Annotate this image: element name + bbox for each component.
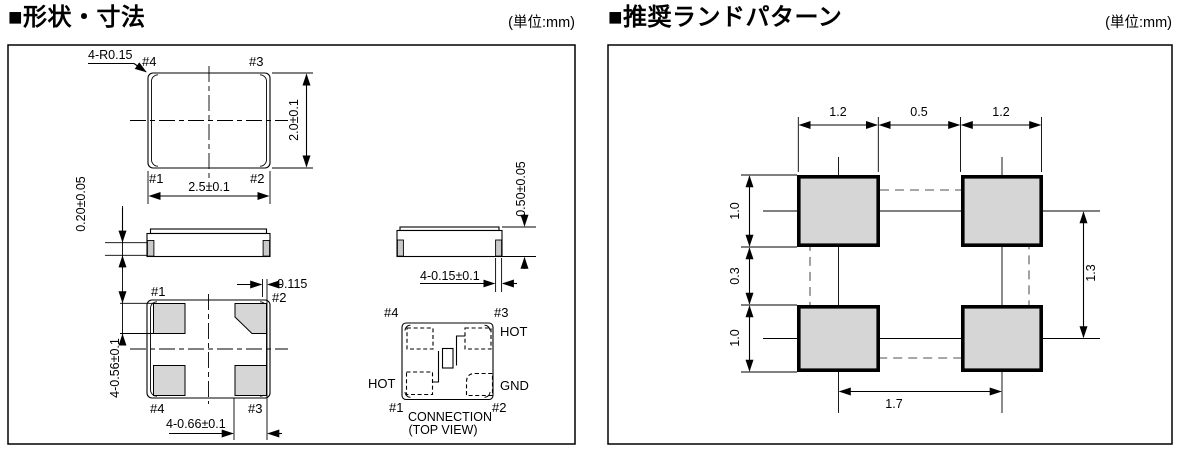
topview-height-dim: 2.0±0.1 <box>287 99 302 141</box>
sideview-cap-width-dim: 4-0.15±0.1 <box>420 269 480 283</box>
topview-pin-2: #2 <box>250 171 265 186</box>
connection-label-gnd: GND <box>500 378 529 393</box>
bottomview-pin-2: #2 <box>272 290 287 305</box>
bottom-view <box>120 279 288 440</box>
left-panel-title: ■形状・寸法 <box>8 4 146 31</box>
sideview-total-height-dim: 0.50±0.05 <box>514 161 529 217</box>
land-pattern <box>741 117 1100 413</box>
topview-pin-3: #3 <box>249 54 264 69</box>
bottomview-pad-height-dim: 4-0.56±0.1 <box>108 338 123 398</box>
bottomview-edge-offset-dim: 0.115 <box>277 277 308 291</box>
land-pad-gap-dim: 0.5 <box>910 105 928 119</box>
connection-caption-line1: CONNECTION <box>407 410 493 424</box>
right-panel-border <box>607 44 1173 445</box>
bottomview-pin-3: #3 <box>248 401 263 416</box>
land-pad-height-top-dim: 1.0 <box>728 202 743 220</box>
connection-label-hot-left: HOT <box>368 376 396 391</box>
right-panel-unit: (単位:mm) <box>1105 15 1172 31</box>
left-panel-unit: (単位:mm) <box>508 15 575 31</box>
connection-pin-1: #1 <box>389 400 404 415</box>
connection-caption-line2: (TOP VIEW) <box>408 423 478 437</box>
land-pad-width-left-dim: 1.2 <box>829 105 847 119</box>
connection-label-hot-top: HOT <box>500 324 528 339</box>
right-panel-title: ■推奨ランドパターン <box>608 4 843 31</box>
front-view <box>105 206 271 346</box>
left-panel-border <box>7 44 576 445</box>
frontview-base-height-dim: 0.20±0.05 <box>74 176 89 232</box>
radius-note: 4-R0.15 <box>88 48 133 62</box>
land-row-gap-dim: 0.3 <box>728 267 743 285</box>
bottomview-pin-1: #1 <box>151 284 166 299</box>
land-pitch-horizontal-dim: 1.7 <box>885 397 903 411</box>
connection-pin-4: #4 <box>384 305 399 320</box>
bottomview-pad-width-dim: 4-0.66±0.1 <box>166 417 226 431</box>
connection-diagram <box>401 322 494 401</box>
land-pad-height-bottom-dim: 1.0 <box>728 329 743 347</box>
top-view <box>88 62 313 204</box>
topview-pin-4: #4 <box>142 54 157 69</box>
topview-width-dim: 2.5±0.1 <box>188 180 230 194</box>
land-pad-width-right-dim: 1.2 <box>992 105 1010 119</box>
side-view <box>396 214 536 292</box>
connection-pin-3: #3 <box>494 305 509 320</box>
bottomview-pin-4: #4 <box>150 401 165 416</box>
topview-pin-1: #1 <box>149 171 164 186</box>
connection-pin-2: #2 <box>492 400 507 415</box>
land-pitch-vertical-dim: 1.3 <box>1084 264 1099 282</box>
